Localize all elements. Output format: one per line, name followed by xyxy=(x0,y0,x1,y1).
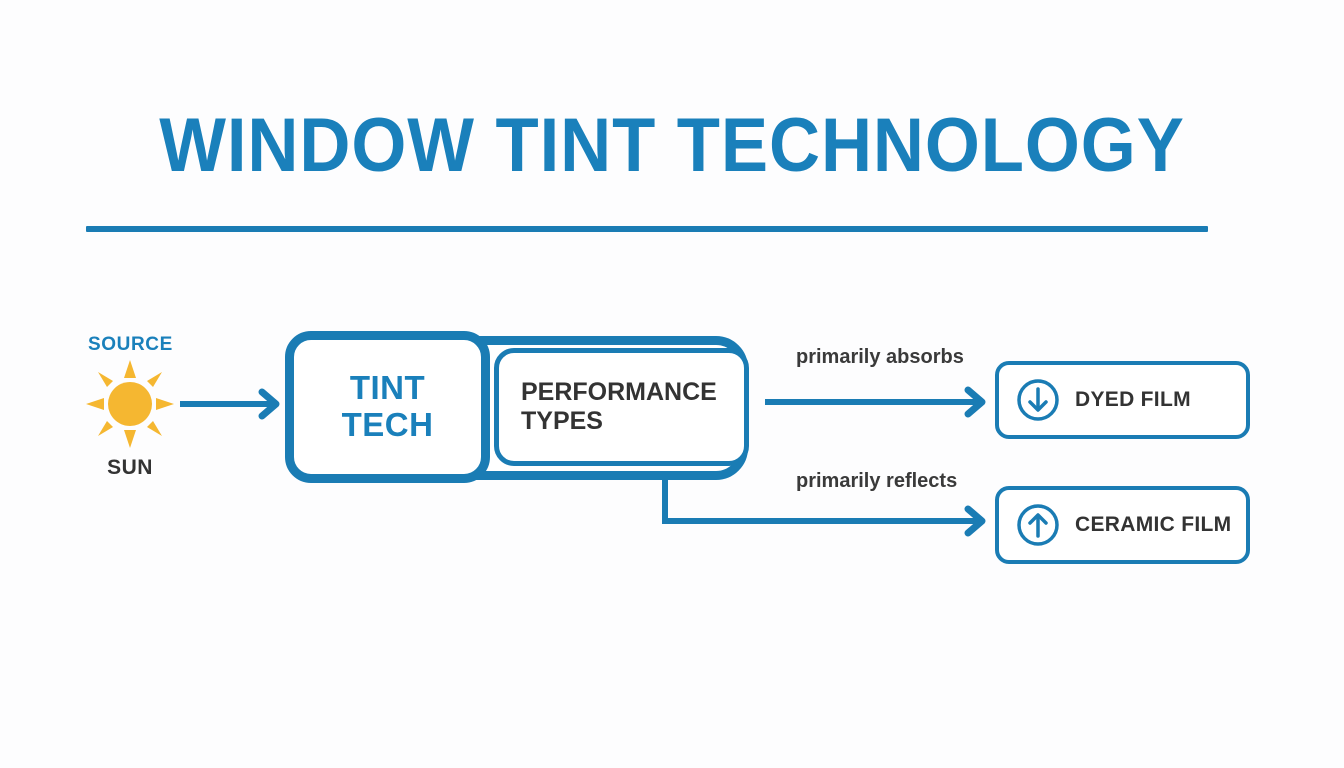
page-title: WINDOW TINT TECHNOLOGY xyxy=(159,103,1185,188)
arrow-sun-to-hub xyxy=(180,388,280,420)
edge-label-absorbs: primarily absorbs xyxy=(796,346,964,368)
edge-label-reflects: primarily reflects xyxy=(796,470,958,492)
dyed-film-label: DYED FILM xyxy=(1075,388,1191,411)
performance-types-box[interactable]: PERFORMANCE TYPES xyxy=(494,348,749,466)
ceramic-film-box[interactable]: CERAMIC FILM xyxy=(995,486,1250,564)
tint-tech-box[interactable]: TINT TECH xyxy=(285,331,490,483)
circle-arrow-up-icon xyxy=(1015,502,1061,548)
tint-tech-label: TINT TECH xyxy=(341,369,434,443)
source-kicker-label: SOURCE xyxy=(88,334,173,355)
sun-icon xyxy=(84,358,176,450)
title-divider xyxy=(86,226,1208,232)
arrow-hub-to-dyed-film xyxy=(765,386,986,418)
sun-label: SUN xyxy=(107,456,153,479)
circle-arrow-down-icon xyxy=(1015,377,1061,423)
ceramic-film-label: CERAMIC FILM xyxy=(1075,513,1232,536)
dyed-film-box[interactable]: DYED FILM xyxy=(995,361,1250,439)
performance-types-label: PERFORMANCE TYPES xyxy=(521,378,717,435)
